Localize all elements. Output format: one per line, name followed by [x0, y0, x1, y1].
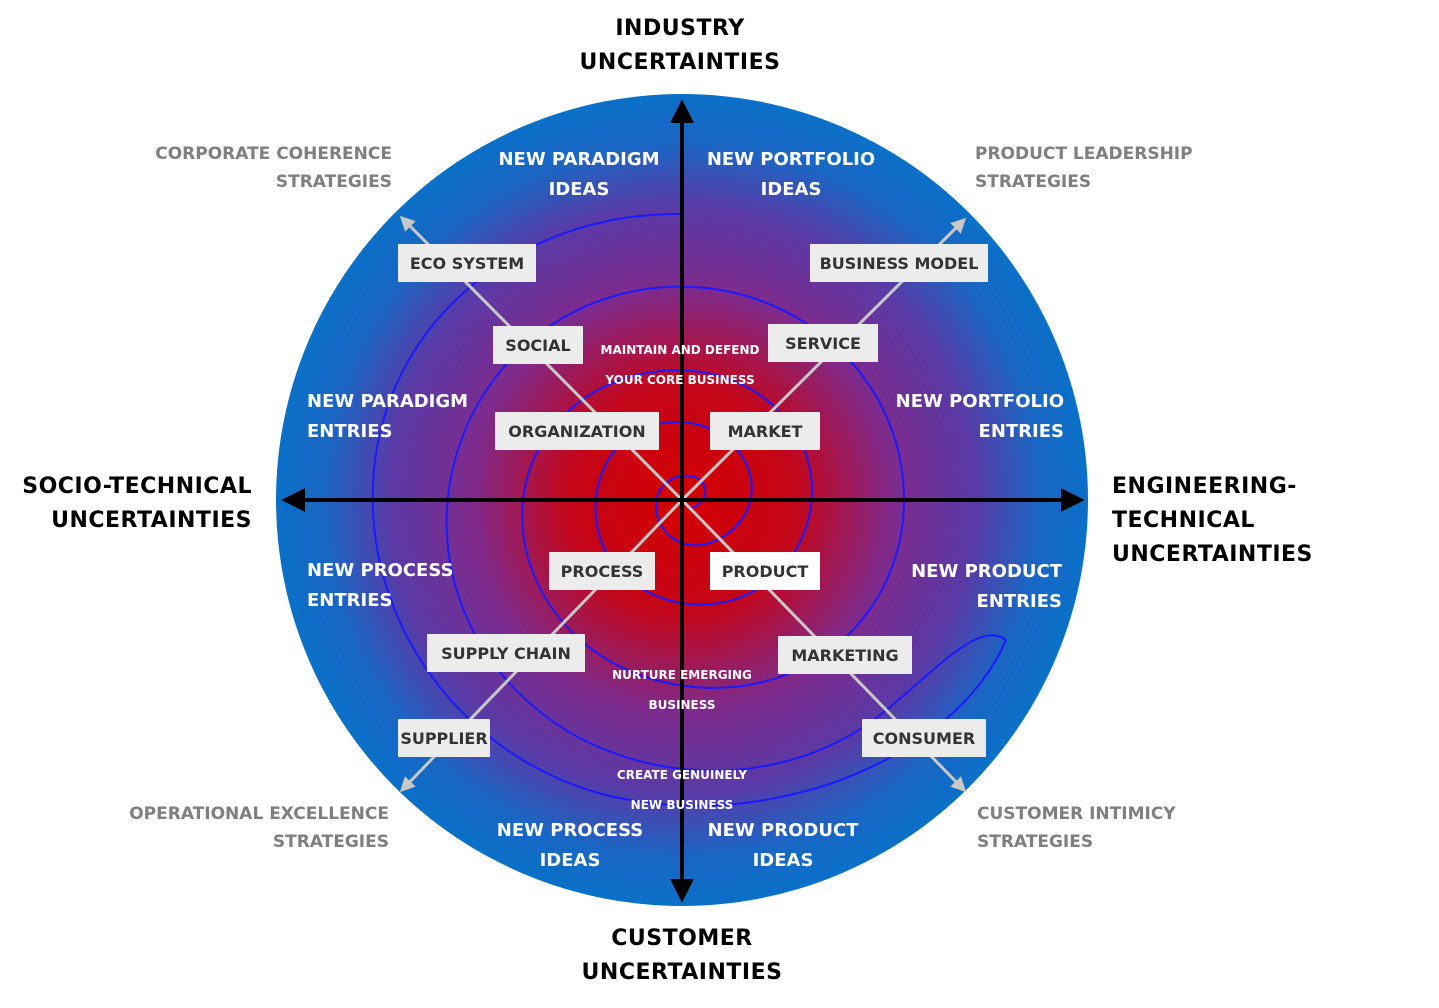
strategy-bottom-left-line1: OPERATIONAL EXCELLENCE — [129, 804, 389, 824]
zone-paradigm-ideas-line1: NEW PARADIGM — [498, 149, 660, 170]
strategy-top-right-line1: PRODUCT LEADERSHIP — [975, 144, 1193, 164]
zone-process-entries: NEW PROCESS ENTRIES — [307, 556, 507, 616]
axis-title-left-line2: UNCERTAINTIES — [51, 508, 252, 533]
zone-process-ideas-line1: NEW PROCESS — [496, 820, 644, 841]
box-process: PROCESS — [549, 552, 655, 590]
axis-title-bottom: CUSTOMER UNCERTAINTIES — [562, 922, 802, 990]
box-market: MARKET — [710, 412, 820, 450]
box-business-model: BUSINESS MODEL — [810, 244, 988, 282]
zone-paradigm-entries-line2: ENTRIES — [307, 421, 393, 442]
axis-title-left-line1: SOCIO-TECHNICAL — [22, 474, 252, 499]
strategy-top-left: CORPORATE COHERENCE STRATEGIES — [120, 140, 392, 196]
core-maintain-line2: YOUR CORE BUSINESS — [605, 373, 755, 387]
zone-paradigm-ideas: NEW PARADIGM IDEAS — [478, 145, 680, 205]
strategy-top-left-line1: CORPORATE COHERENCE — [155, 144, 392, 164]
zone-product-ideas-line2: IDEAS — [752, 850, 814, 871]
zone-process-ideas: NEW PROCESS IDEAS — [470, 816, 670, 876]
zone-portfolio-ideas: NEW PORTFOLIO IDEAS — [690, 145, 892, 205]
axis-title-right: ENGINEERING-TECHNICAL UNCERTAINTIES — [1112, 470, 1432, 572]
axis-title-left: SOCIO-TECHNICAL UNCERTAINTIES — [10, 470, 252, 538]
zone-process-entries-line2: ENTRIES — [307, 590, 393, 611]
axis-title-bottom-line2: UNCERTAINTIES — [581, 960, 783, 985]
axis-title-bottom-line1: CUSTOMER — [611, 926, 753, 951]
zone-paradigm-entries-line1: NEW PARADIGM — [307, 391, 469, 412]
strategy-bottom-left-line2: STRATEGIES — [272, 832, 389, 852]
zone-paradigm-entries: NEW PARADIGM ENTRIES — [307, 387, 507, 447]
zone-product-ideas-line1: NEW PRODUCT — [707, 820, 859, 841]
zone-paradigm-ideas-line2: IDEAS — [548, 179, 610, 200]
axis-title-top-line1: INDUSTRY — [615, 16, 745, 41]
strategy-bottom-right-line2: STRATEGIES — [977, 832, 1094, 852]
spiral-rings — [371, 212, 1007, 807]
outer-spiral-arc — [371, 212, 1007, 807]
zone-portfolio-ideas-line1: NEW PORTFOLIO — [706, 149, 876, 170]
zone-product-entries: NEW PRODUCT ENTRIES — [862, 557, 1062, 617]
core-create-line1: CREATE GENUINELY — [616, 768, 748, 782]
core-maintain-line1: MAINTAIN AND DEFEND — [600, 343, 760, 357]
box-social: SOCIAL — [493, 326, 583, 364]
axis-title-top: INDUSTRY UNCERTAINTIES — [560, 12, 800, 80]
zone-portfolio-ideas-line2: IDEAS — [760, 179, 822, 200]
core-nurture-line2: BUSINESS — [648, 698, 716, 712]
strategy-top-left-line2: STRATEGIES — [275, 172, 392, 192]
box-supplier: SUPPLIER — [398, 719, 490, 757]
zone-product-entries-line2: ENTRIES — [976, 591, 1062, 612]
zone-process-ideas-line2: IDEAS — [539, 850, 601, 871]
zone-product-ideas: NEW PRODUCT IDEAS — [683, 816, 883, 876]
core-nurture-label: NURTURE EMERGING BUSINESS — [592, 660, 772, 720]
core-create-line2: NEW BUSINESS — [630, 798, 734, 812]
zone-product-entries-line1: NEW PRODUCT — [911, 561, 1062, 582]
strategy-top-right: PRODUCT LEADERSHIP STRATEGIES — [975, 140, 1235, 196]
box-eco-system: ECO SYSTEM — [398, 244, 536, 282]
spiral — [445, 285, 1007, 772]
strategy-bottom-right-line1: CUSTOMER INTIMICY — [977, 804, 1176, 824]
core-nurture-line1: NURTURE EMERGING — [612, 668, 752, 682]
strategy-bottom-left: OPERATIONAL EXCELLENCE STRATEGIES — [100, 800, 389, 856]
core-maintain-label: MAINTAIN AND DEFEND YOUR CORE BUSINESS — [590, 335, 770, 395]
zone-portfolio-entries-line2: ENTRIES — [978, 421, 1064, 442]
box-service: SERVICE — [768, 324, 878, 362]
zone-portfolio-entries: NEW PORTFOLIO ENTRIES — [860, 387, 1064, 447]
axis-title-right-line2: UNCERTAINTIES — [1112, 542, 1313, 567]
zone-process-entries-line1: NEW PROCESS — [307, 560, 454, 581]
main-axes — [281, 99, 1085, 903]
core-create-label: CREATE GENUINELY NEW BUSINESS — [592, 760, 772, 820]
box-organization: ORGANIZATION — [495, 412, 659, 450]
box-product: PRODUCT — [710, 552, 820, 590]
strategy-top-right-line2: STRATEGIES — [975, 172, 1092, 192]
box-consumer: CONSUMER — [862, 719, 986, 757]
zone-portfolio-entries-line1: NEW PORTFOLIO — [895, 391, 1064, 412]
strategy-bottom-right: CUSTOMER INTIMICY STRATEGIES — [977, 800, 1237, 856]
axis-title-right-line1: ENGINEERING-TECHNICAL — [1112, 474, 1297, 533]
axis-title-top-line2: UNCERTAINTIES — [579, 50, 781, 75]
box-supply-chain: SUPPLY CHAIN — [427, 634, 585, 672]
box-marketing: MARKETING — [778, 636, 912, 674]
